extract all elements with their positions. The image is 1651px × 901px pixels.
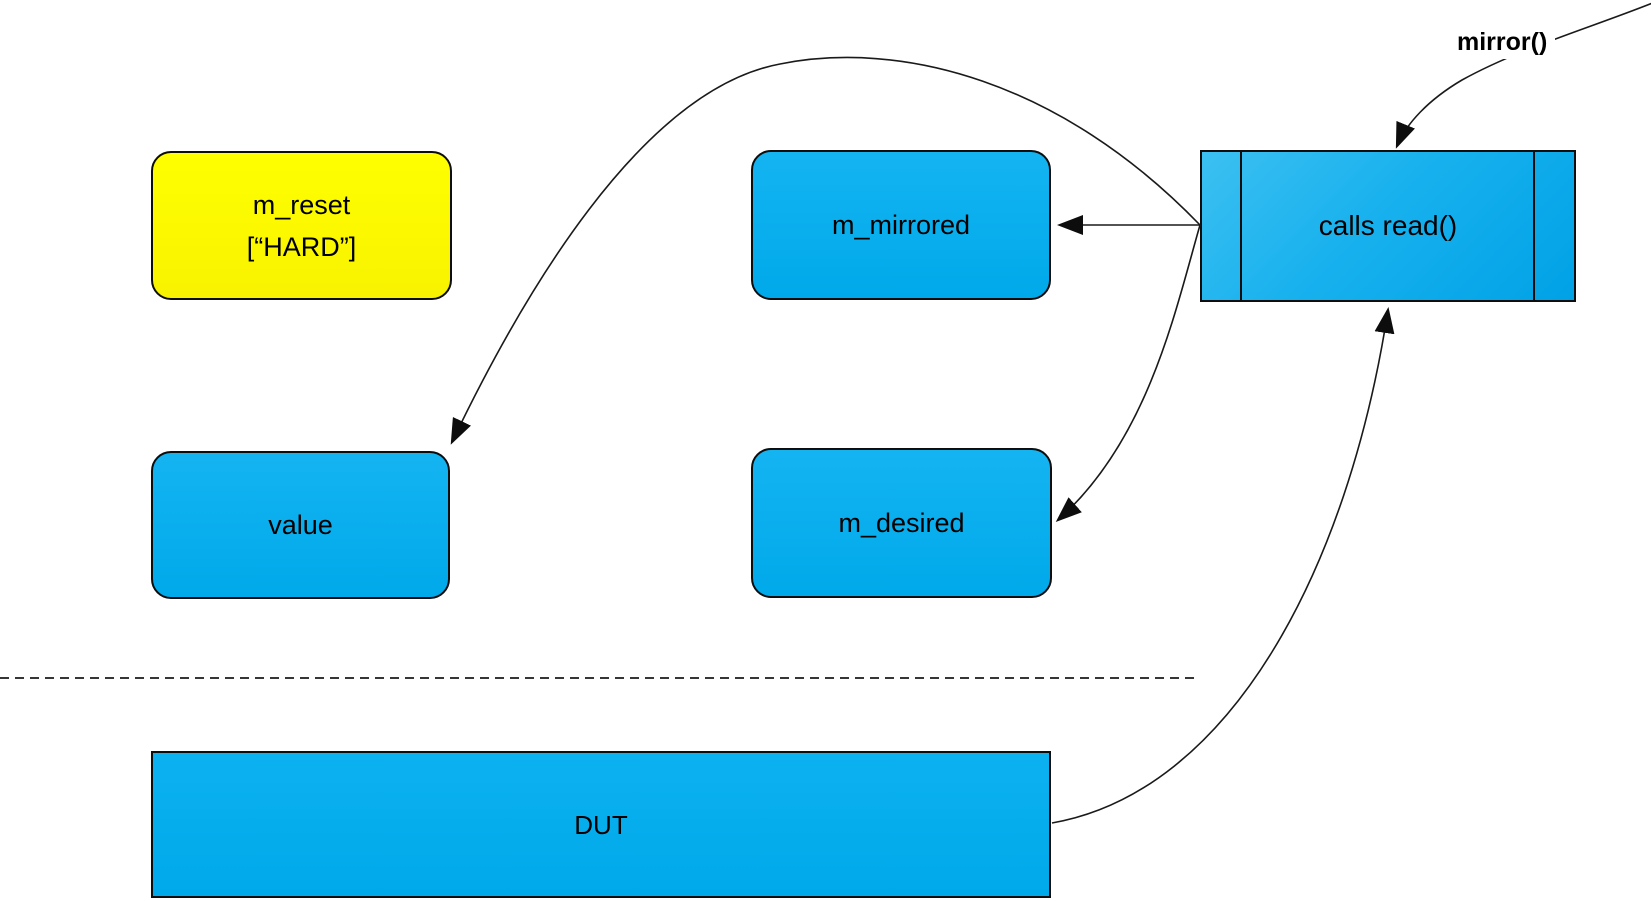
node-m-desired: m_desired	[751, 448, 1052, 598]
mirror-call-label: mirror()	[1449, 26, 1556, 59]
node-calls-read-label: calls read()	[1318, 210, 1458, 241]
node-m-desired-label: m_desired	[838, 508, 965, 538]
node-m-mirrored-label: m_mirrored	[831, 210, 971, 240]
activity-left-bar	[1240, 152, 1242, 300]
edge-dut-to-calls-read	[1051, 307, 1395, 824]
node-calls-read: calls read()	[1200, 150, 1576, 302]
node-m-reset-label-line2: [“HARD”]	[246, 231, 357, 262]
node-value: value	[151, 451, 450, 599]
node-dut: DUT	[151, 751, 1051, 898]
node-dut-label: DUT	[574, 809, 628, 840]
node-m-reset: m_reset [“HARD”]	[151, 151, 452, 300]
node-m-mirrored: m_mirrored	[751, 150, 1051, 300]
edge-mirror-to-calls-read	[1395, 2, 1651, 149]
node-m-reset-label-line1: m_reset	[252, 189, 351, 220]
edge-calls-read-to-m-desired	[1055, 224, 1201, 522]
node-value-label: value	[268, 510, 333, 540]
activity-right-bar	[1533, 152, 1535, 300]
